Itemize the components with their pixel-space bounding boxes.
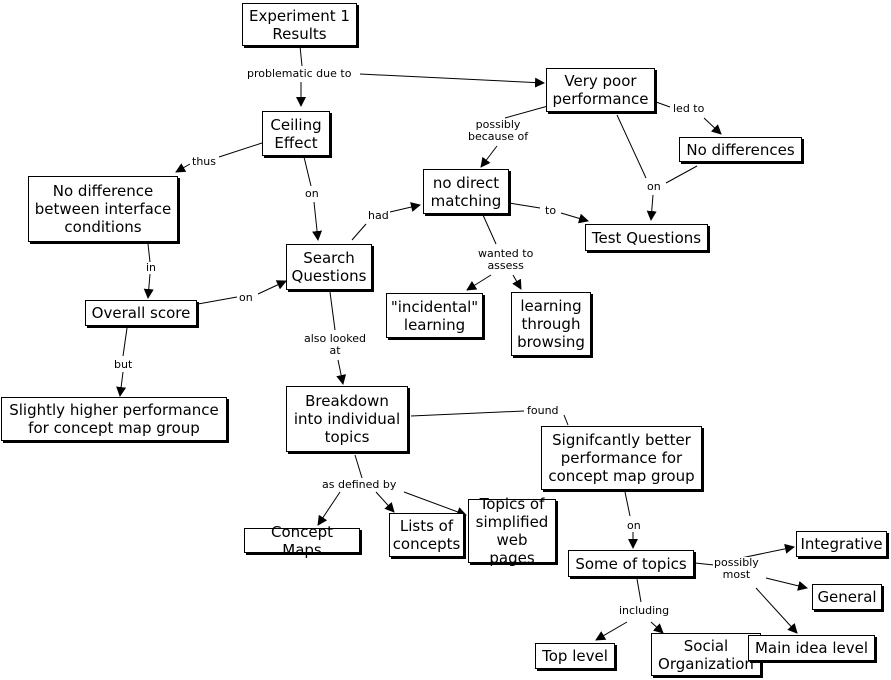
concept-significantly-better-performance[interactable]: Signifcantly better performance for conc… (541, 426, 702, 490)
link-line (410, 410, 525, 417)
concept-some-of-topics[interactable]: Some of topics (568, 550, 694, 577)
link-label-thus[interactable]: thus (191, 155, 217, 168)
concept-concept-maps[interactable]: Concept Maps (244, 523, 360, 559)
link-line (143, 273, 154, 299)
concept-experiment-1-results[interactable]: Experiment 1 Results (242, 3, 357, 46)
link-line (329, 291, 336, 331)
link-line (375, 491, 395, 513)
link-line (175, 163, 191, 173)
link-label-in[interactable]: in (145, 261, 158, 274)
link-label-but[interactable]: but (113, 358, 134, 371)
concept-search-questions[interactable]: Search Questions (286, 244, 372, 290)
link-line (740, 543, 795, 559)
link-label-also-looked-at[interactable]: also looked at (303, 332, 367, 357)
concept-social-organization[interactable]: Social Organization (651, 633, 761, 676)
link-label-on-overall[interactable]: on (238, 291, 254, 304)
link-label-on-ceiling[interactable]: on (304, 187, 320, 200)
link-line (624, 491, 631, 517)
link-line (636, 578, 642, 603)
link-line (257, 280, 287, 295)
link-line (508, 202, 541, 209)
link-label-problematic-due-to[interactable]: problematic due to (246, 67, 353, 80)
link-line (351, 223, 367, 241)
link-line (480, 145, 498, 168)
link-line (303, 156, 312, 187)
concept-slightly-higher-performance[interactable]: Slightly higher performance for concept … (1, 397, 227, 441)
link-line (147, 243, 151, 263)
link-line (655, 101, 671, 108)
concept-breakdown-into-individual-topics[interactable]: Breakdown into individual topics (286, 386, 408, 452)
link-line (403, 491, 467, 517)
link-label-found[interactable]: found (526, 404, 560, 417)
link-line (122, 327, 128, 357)
concept-overall-score[interactable]: Overall score (85, 300, 197, 326)
link-line (299, 45, 303, 67)
concept-topics-of-simplified-web-pages[interactable]: Topics of simplified web pages (468, 495, 556, 567)
concept-learning-through-browsing[interactable]: learning through browsing (511, 292, 591, 356)
link-label-as-defined-by[interactable]: as defined by (321, 478, 398, 491)
link-line (218, 142, 263, 158)
link-line (359, 73, 545, 88)
link-line (317, 491, 341, 526)
link-line (336, 359, 347, 385)
link-line (765, 577, 808, 591)
concept-no-difference-between-interface-conditions[interactable]: No difference between interface conditio… (28, 176, 178, 242)
link-line (504, 105, 549, 119)
concept-main-idea-level[interactable]: Main idea level (748, 635, 875, 661)
link-label-including[interactable]: including (618, 604, 671, 617)
link-line (650, 621, 664, 634)
link-line (703, 117, 722, 135)
concept-general[interactable]: General (812, 584, 882, 610)
link-label-on-very-poor[interactable]: on (646, 180, 662, 193)
link-line (694, 562, 715, 566)
link-line (755, 587, 798, 634)
link-label-possibly-most[interactable]: possibly most (713, 556, 760, 581)
link-line (354, 454, 363, 479)
link-line (616, 114, 647, 179)
link-label-to[interactable]: to (544, 204, 558, 217)
link-label-led-to[interactable]: led to (672, 102, 706, 115)
concept-lists-of-concepts[interactable]: Lists of concepts (389, 513, 464, 557)
link-label-had[interactable]: had (367, 209, 390, 222)
link-label-on-significantly[interactable]: on (626, 519, 642, 532)
concept-incidental-learning[interactable]: "incidental" learning (386, 293, 483, 338)
link-line (197, 296, 238, 305)
link-line (560, 212, 589, 224)
link-line (595, 621, 628, 641)
link-line (482, 214, 497, 245)
concept-no-differences[interactable]: No differences (679, 137, 802, 162)
link-label-wanted-to-assess[interactable]: wanted to assess (477, 247, 535, 272)
link-line (466, 274, 492, 291)
concept-integrative[interactable]: Integrative (796, 531, 887, 557)
link-line (563, 414, 569, 426)
link-line (646, 194, 657, 221)
concept-ceiling-effect[interactable]: Ceiling Effect (262, 111, 330, 156)
link-line (312, 201, 323, 241)
concept-test-questions[interactable]: Test Questions (585, 224, 708, 251)
concept-very-poor-performance[interactable]: Very poor performance (546, 68, 655, 112)
link-line (512, 274, 522, 290)
link-line (665, 165, 698, 184)
link-line (116, 371, 127, 397)
link-line (389, 202, 421, 213)
link-label-possibly-because-of[interactable]: possibly because of (467, 118, 530, 143)
concept-top-level[interactable]: Top level (535, 643, 615, 669)
concept-no-direct-matching[interactable]: no direct matching (423, 169, 509, 214)
